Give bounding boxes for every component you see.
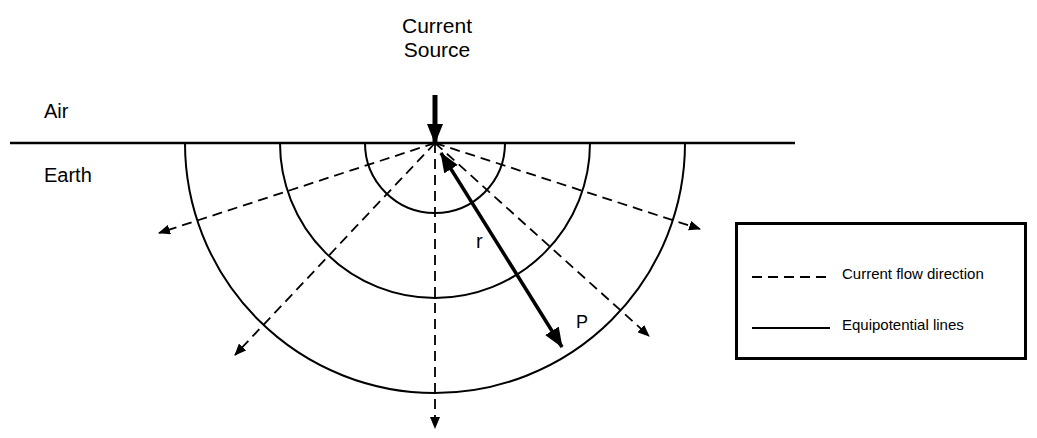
- radius-arrow: [441, 153, 562, 347]
- region-label: Air: [44, 100, 68, 123]
- legend-text: Equipotential lines: [842, 316, 1007, 334]
- point-label: P: [576, 312, 588, 333]
- source-arrow: [433, 95, 438, 143]
- ground-surface: [10, 142, 795, 145]
- current-flow-rays: [159, 143, 700, 428]
- radius-label: r: [476, 230, 483, 253]
- region-label: Earth: [44, 164, 92, 187]
- solid-sample: [752, 327, 830, 329]
- legend-box: Current flow directionEquipotential line…: [735, 222, 1027, 360]
- legend-text: Current flow direction: [842, 265, 1007, 283]
- dashed-sample: [752, 276, 830, 278]
- legend-samples: [738, 225, 1030, 363]
- source-label: Current Source: [392, 14, 482, 62]
